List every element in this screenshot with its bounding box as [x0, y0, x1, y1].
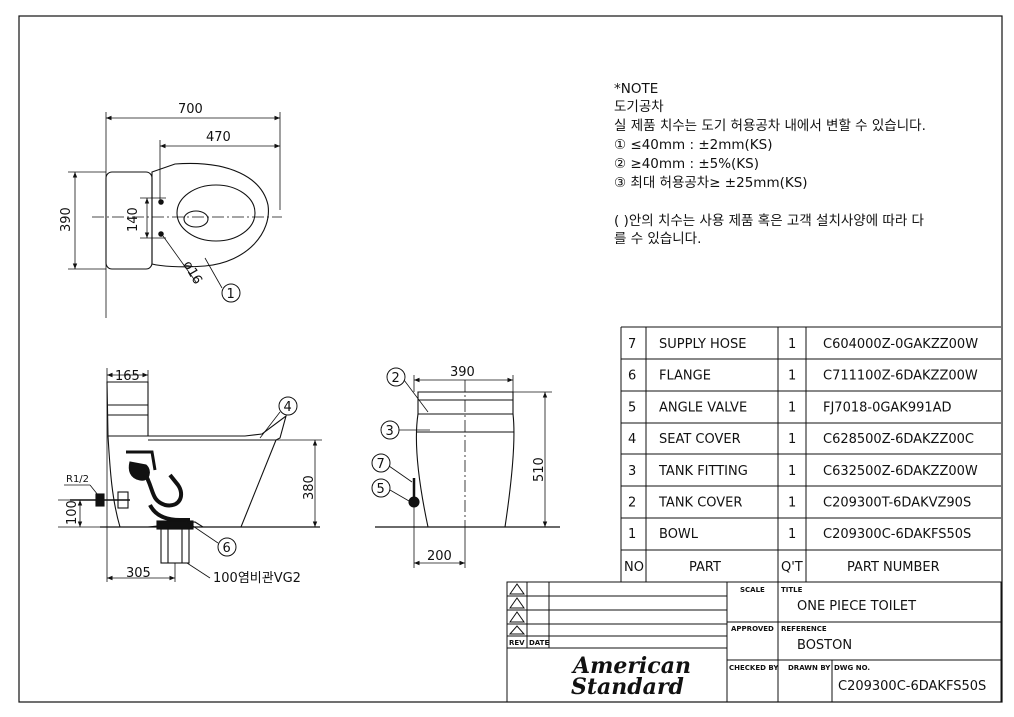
parts-cell-qty: 1 [788, 369, 796, 384]
side-drain-label: 100염비관VG2 [213, 571, 301, 586]
note-item-2: ② ≥40mm : ±5%(KS) [614, 156, 759, 172]
dim-side-supply-height: 100 [65, 500, 80, 525]
svg-text:2: 2 [392, 371, 400, 386]
top-view-drain [183, 210, 209, 228]
note-paren-line2: 를 수 있습니다. [614, 231, 701, 247]
svg-text:American: American [571, 653, 691, 679]
callout-3: 3 [380, 420, 400, 440]
front-view [375, 375, 560, 568]
dim-front-height: 510 [532, 457, 547, 482]
callout-7: 7 [371, 453, 391, 473]
title-block [506, 581, 1002, 703]
scale-label: SCALE [740, 586, 765, 594]
svg-text:4: 4 [284, 400, 292, 415]
parts-cell-part-number: C209300C-6DAKFS50S [823, 527, 971, 542]
parts-cell-no: 5 [628, 400, 636, 415]
rev-label: REV [509, 639, 525, 647]
parts-cell-qty: 1 [788, 496, 796, 511]
reference-label: REFERENCE [781, 625, 827, 633]
note-paren-line1: ( )안의 치수는 사용 제품 혹은 고객 설치사양에 따라 다 [614, 213, 925, 229]
parts-cell-part: TANK FITTING [658, 464, 748, 479]
parts-cell-qty: 1 [788, 464, 796, 479]
parts-cell-qty: 1 [788, 527, 796, 542]
parts-cell-qty: 1 [788, 432, 796, 447]
parts-cell-part-number: C711100Z-6DAKZZ00W [823, 369, 978, 384]
parts-header-no: NO [624, 560, 644, 575]
parts-cell-part-number: C628500Z-6DAKZZ00C [823, 432, 974, 447]
parts-header-qty: Q'T [781, 560, 803, 575]
parts-cell-no: 2 [628, 496, 636, 511]
dwg-no-value: C209300C-6DAKFS50S [838, 679, 986, 694]
top-view-seat [151, 162, 269, 268]
callout-2: 2 [386, 367, 406, 387]
parts-cell-no: 3 [628, 464, 636, 479]
parts-cell-part: FLANGE [659, 369, 711, 384]
parts-cell-part-number: C632500Z-6DAKZZ00W [823, 464, 978, 479]
parts-header-part-number: PART NUMBER [847, 560, 940, 575]
parts-cell-part: SUPPLY HOSE [659, 337, 747, 352]
note-block: *NOTE 도기공차 실 제품 치수는 도기 허용공차 내에서 변할 수 있습니… [614, 81, 926, 247]
callout-5: 5 [371, 478, 391, 498]
svg-text:Standard: Standard [571, 674, 684, 700]
dwg-no-label: DWG NO. [834, 664, 870, 672]
drawn-by-label: DRAWN BY [788, 664, 831, 672]
dim-side-tank-depth: 165 [115, 369, 140, 384]
dim-side-drain-offset: 305 [126, 566, 151, 581]
note-intro: 실 제품 치수는 도기 허용공차 내에서 변할 수 있습니다. [614, 118, 926, 134]
top-view-bowl-opening [176, 184, 256, 242]
parts-table [620, 326, 1001, 582]
parts-cell-no: 1 [628, 527, 636, 542]
parts-cell-no: 7 [628, 337, 636, 352]
callout-4: 4 [278, 396, 298, 416]
note-heading: *NOTE [614, 81, 658, 97]
parts-cell-part-number: C209300T-6DAKVZ90S [823, 496, 971, 511]
dim-top-seat-width: 470 [206, 130, 231, 145]
note-item-3: ③ 최대 허용공차≥ ±25mm(KS) [614, 175, 808, 191]
approved-label: APPROVED [731, 625, 774, 633]
svg-text:6: 6 [223, 541, 231, 556]
parts-cell-no: 4 [628, 432, 636, 447]
svg-text:1: 1 [227, 287, 235, 302]
parts-cell-part: BOWL [659, 527, 699, 542]
side-supply-label: R1/2 [66, 474, 89, 485]
parts-cell-part: SEAT COVER [659, 432, 741, 447]
svg-text:7: 7 [377, 457, 385, 472]
checked-by-label: CHECKED BY [729, 664, 779, 672]
parts-cell-part-number: C604000Z-0GAKZZ00W [823, 337, 978, 352]
dim-front-width: 390 [450, 365, 475, 380]
top-view [68, 112, 282, 318]
drawing-title: ONE PIECE TOILET [797, 599, 916, 614]
side-view [58, 368, 322, 582]
dim-top-hole-spacing: 140 [126, 207, 141, 232]
parts-cell-no: 6 [628, 369, 636, 384]
parts-cell-part: ANGLE VALVE [659, 400, 747, 415]
parts-cell-qty: 1 [788, 337, 796, 352]
svg-text:5: 5 [377, 482, 385, 497]
parts-cell-part: TANK COVER [658, 496, 742, 511]
dim-top-total-width: 700 [178, 102, 203, 117]
american-standard-logo: American Standard [571, 653, 691, 700]
reference-value: BOSTON [797, 638, 852, 653]
parts-header-part: PART [689, 560, 721, 575]
dim-front-supply-offset: 200 [427, 549, 452, 564]
callout-6: 6 [217, 537, 237, 557]
dim-top-hole-dia: ø16 [180, 259, 205, 288]
dim-side-height: 380 [302, 475, 317, 500]
note-item-1: ① ≤40mm : ±2mm(KS) [614, 137, 772, 153]
note-subheading: 도기공차 [614, 99, 664, 115]
svg-text:3: 3 [386, 424, 394, 439]
callout-1: 1 [221, 283, 241, 303]
title-label: TITLE [781, 586, 803, 594]
date-label: DATE [529, 639, 549, 647]
dim-top-depth: 390 [59, 207, 74, 232]
parts-cell-qty: 1 [788, 400, 796, 415]
parts-cell-part-number: FJ7018-0GAK991AD [823, 400, 952, 415]
